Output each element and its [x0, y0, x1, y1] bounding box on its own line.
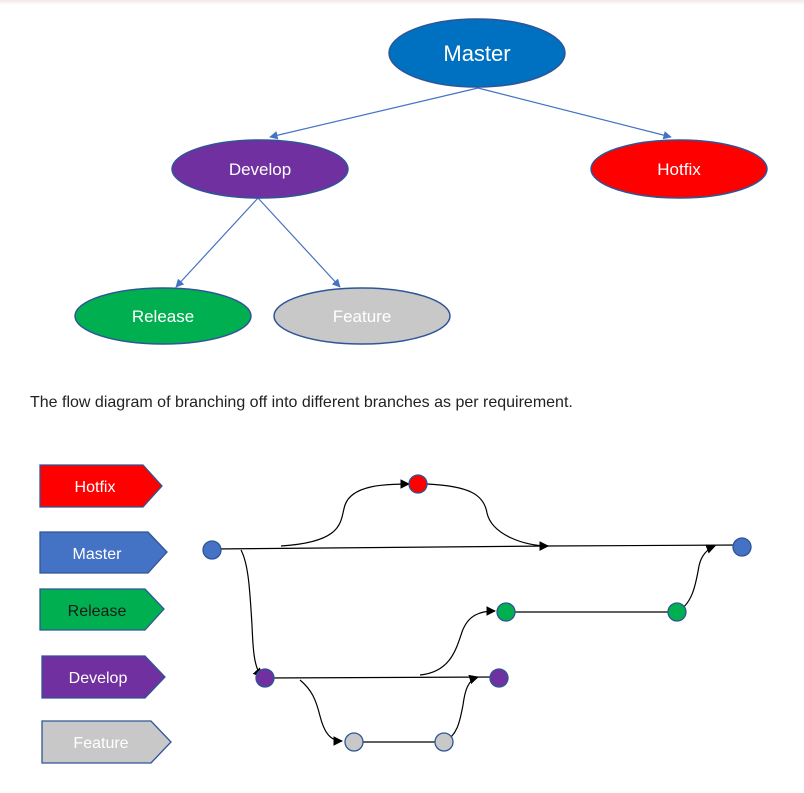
legend-feature-label: Feature: [73, 735, 128, 752]
node-feature: Feature: [273, 287, 451, 345]
commit-release-start: [496, 602, 516, 622]
legend: Hotfix Master Release Develop Feature: [39, 464, 172, 764]
node-develop: Develop: [171, 139, 349, 199]
legend-feature: Feature: [41, 720, 172, 764]
master-line: [212, 541, 549, 551]
commit-develop-start: [255, 668, 275, 688]
commit-feature-end: [434, 732, 454, 752]
top-border: [0, 0, 804, 5]
develop-line: [264, 676, 498, 679]
edge-develop-feature: [257, 197, 341, 288]
release-merge-master: [675, 544, 716, 613]
legend-release: Release: [39, 588, 165, 631]
node-hotfix: Hotfix: [590, 139, 768, 199]
node-master-label: Master: [443, 41, 510, 66]
commit-release-end: [667, 602, 687, 622]
legend-release-label: Release: [68, 603, 127, 620]
edge-master-hotfix: [477, 87, 672, 140]
edge-master-develop: [269, 87, 479, 140]
legend-hotfix: Hotfix: [39, 464, 163, 508]
feature-merge-develop: [443, 674, 479, 743]
node-master: Master: [388, 18, 566, 88]
commit-feature-start: [344, 732, 364, 752]
legend-develop-label: Develop: [69, 670, 128, 687]
develop-branch-out: [240, 549, 263, 678]
diagram-caption: The flow diagram of branching off into d…: [30, 394, 573, 411]
commit-hotfix: [408, 474, 428, 494]
branch-tree: Master Develop Hotfix Release Feature: [74, 18, 768, 345]
commit-master-start: [202, 540, 222, 560]
node-feature-label: Feature: [333, 307, 392, 326]
legend-hotfix-label: Hotfix: [75, 479, 116, 496]
feature-branch-out: [299, 679, 343, 746]
edge-develop-release: [175, 197, 259, 288]
legend-develop: Develop: [41, 655, 166, 699]
flow-graph: [212, 479, 742, 746]
node-release: Release: [74, 287, 252, 345]
legend-master: Master: [39, 531, 168, 574]
legend-master-label: Master: [73, 546, 123, 563]
commit-master-end: [732, 537, 752, 557]
node-release-label: Release: [132, 307, 194, 326]
hotfix-branch-out: [280, 479, 410, 547]
hotfix-merge-back: [426, 483, 549, 551]
commit-develop-end: [489, 668, 509, 688]
node-develop-label: Develop: [229, 160, 291, 179]
release-branch-out: [419, 606, 496, 676]
node-hotfix-label: Hotfix: [657, 160, 701, 179]
flow-commits: [202, 474, 752, 752]
master-line-end: [545, 544, 742, 547]
